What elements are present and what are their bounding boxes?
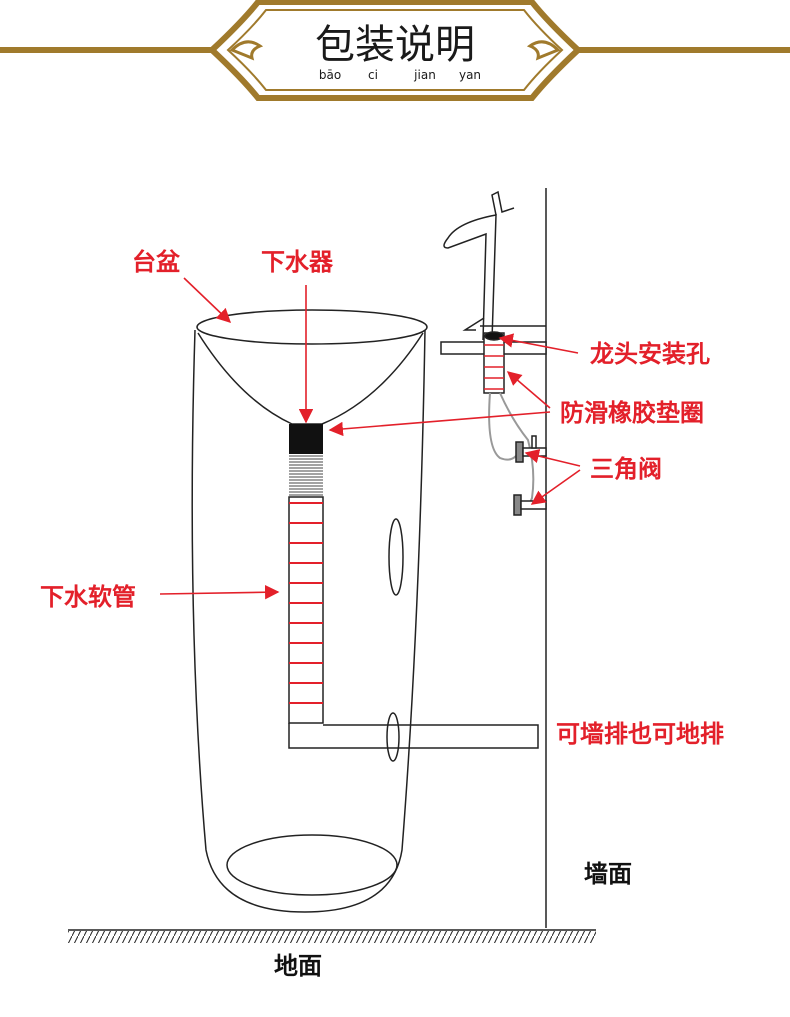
floor-hatch <box>68 931 596 943</box>
label-angle-valve: 三角阀 <box>590 455 662 483</box>
arrow-gasket-drain <box>328 411 551 437</box>
label-drain-hose: 下水软管 <box>40 583 136 611</box>
angle-valve-1 <box>515 441 524 463</box>
angle-valve-1-knob <box>531 435 537 449</box>
faucet-base <box>462 317 485 331</box>
banner-inner-frame <box>226 9 564 91</box>
pinyin-3: jian <box>413 68 436 82</box>
arrow-faucet-hole <box>498 333 579 354</box>
banner-swirl-left <box>229 40 264 61</box>
title-banner: 包装说明 bāo ci jian yan <box>0 0 790 101</box>
arrow-angle-valve-2 <box>530 469 581 505</box>
label-gasket: 防滑橡胶垫圈 <box>560 399 704 427</box>
drain-pipe-horizontal <box>288 723 539 749</box>
pedestal-bottom <box>226 834 398 896</box>
pedestal-body <box>191 329 426 913</box>
arrow-gasket-faucet <box>506 371 551 409</box>
faucet-handle <box>491 190 515 216</box>
pinyin-4: yan <box>459 68 481 82</box>
drain-hose-body <box>288 496 324 724</box>
callout-arrows <box>159 277 581 600</box>
angle-valve-2 <box>513 494 522 516</box>
banner-frame <box>207 0 583 101</box>
label-basin: 台盆 <box>132 248 181 276</box>
pinyin-2: ci <box>368 68 378 82</box>
basin-rim <box>196 309 428 345</box>
label-wall: 墙面 <box>584 860 632 888</box>
supply-hose-1 <box>488 392 517 461</box>
label-faucet-hole: 龙头安装孔 <box>590 340 710 368</box>
pedestal-opening <box>388 518 404 596</box>
banner-title: 包装说明 <box>315 22 475 68</box>
arrow-drain-hose <box>159 585 280 600</box>
faucet-shank <box>483 332 505 394</box>
label-drain-option: 可墙排也可地排 <box>556 720 724 748</box>
faucet-assembly <box>440 190 547 516</box>
drain-head <box>289 424 323 454</box>
label-drain: 下水器 <box>261 248 334 276</box>
faucet-body <box>443 214 497 341</box>
pinyin-1: bāo <box>319 68 341 82</box>
drain-threads <box>289 455 323 496</box>
basin-bowl <box>197 332 424 425</box>
pedestal-pipe-opening <box>386 712 400 762</box>
arrow-angle-valve-1 <box>524 449 581 467</box>
label-floor: 地面 <box>274 952 322 980</box>
arrow-basin <box>183 277 232 323</box>
banner-swirl-right <box>526 40 561 61</box>
drain-hose-rings <box>289 502 323 704</box>
drain-assembly <box>288 424 539 749</box>
